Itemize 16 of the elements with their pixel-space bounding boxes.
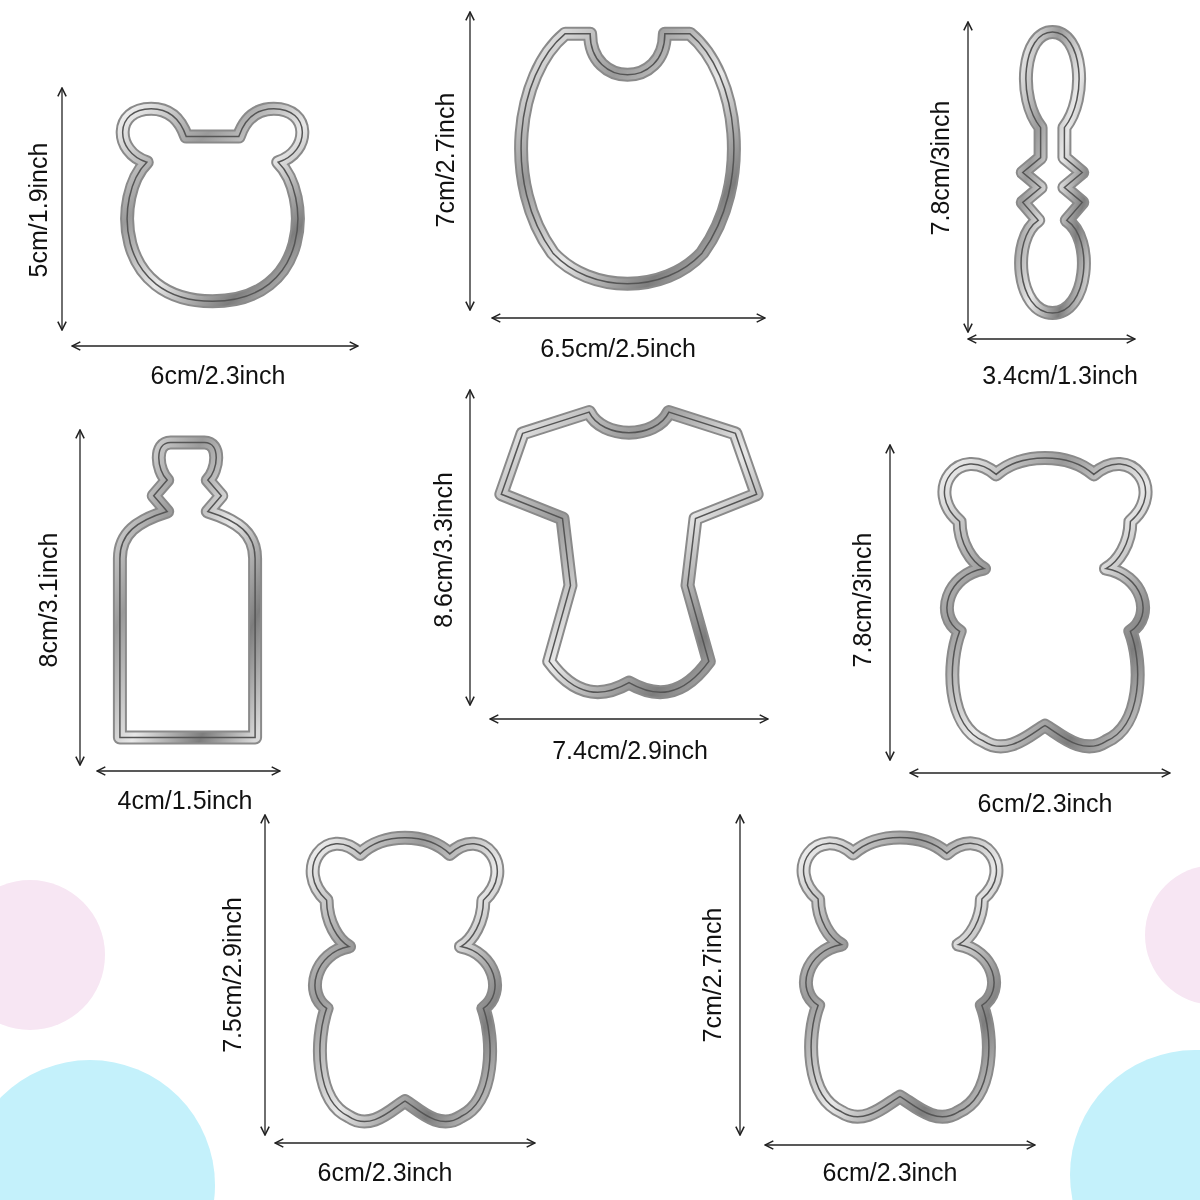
dimension-label: 4cm/1.5inch [117, 787, 253, 813]
dimension-label: 7cm/2.7inch [699, 907, 725, 1043]
dimension-label: 6cm/2.3inch [150, 362, 286, 388]
dimension-label: 5cm/1.9inch [25, 142, 51, 278]
dimension-label: 8cm/3.1inch [35, 532, 61, 668]
dimension-label: 7.8cm/3inch [849, 532, 875, 668]
dimension-label: 6cm/2.3inch [822, 1159, 958, 1185]
dimension-label: 3.4cm/1.3inch [982, 362, 1138, 388]
dimension-label: 6cm/2.3inch [317, 1159, 453, 1185]
dimension-label: 6cm/2.3inch [977, 790, 1113, 816]
dimension-label: 7.8cm/3inch [927, 100, 953, 236]
dimension-label: 7.4cm/2.9inch [552, 737, 708, 763]
dimension-label: 7.5cm/2.9inch [219, 897, 245, 1053]
dimension-label: 6.5cm/2.5inch [540, 335, 696, 361]
dimension-label: 7cm/2.7inch [432, 92, 458, 228]
dimension-label: 8.6cm/3.3inch [430, 472, 456, 628]
